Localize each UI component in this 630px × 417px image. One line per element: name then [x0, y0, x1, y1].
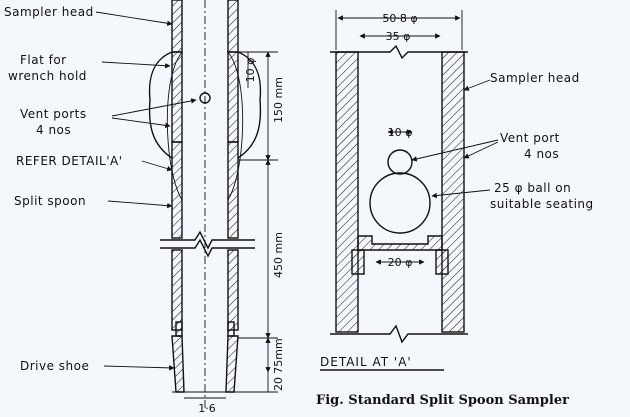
- leader-sampler-head-left: [95, 11, 173, 26]
- label-vent-port-line1: Vent port: [500, 131, 560, 145]
- leader-vent-port-1: [411, 139, 499, 162]
- label-refer-detail: REFER DETAIL'A': [16, 154, 123, 168]
- label-flat-line2: wrench hold: [8, 69, 87, 83]
- leader-drive-shoe: [103, 365, 175, 371]
- detail-a-drawing: 50·8 φ 35 φ 10 φ 20 φ DETAIL AT 'A': [320, 10, 468, 371]
- leader-vent-ports-1: [111, 98, 197, 117]
- head-wall-left: [171, 0, 183, 53]
- label-vent-port-line2: 4 nos: [524, 147, 559, 161]
- dim-1-6-label: 1·6: [198, 402, 216, 415]
- detail-break-bottom: [330, 324, 468, 344]
- break-line-1: [160, 230, 255, 250]
- label-ball-line1: 25 φ ball on: [494, 181, 571, 195]
- dim-20-detail-label: 20 φ: [388, 256, 413, 269]
- label-flat-line1: Flat for: [20, 53, 67, 67]
- tube-wall-left-upper: [171, 141, 183, 239]
- joint-right: [227, 321, 235, 337]
- label-ball-line2: suitable seating: [490, 197, 594, 211]
- joint-left: [175, 321, 183, 337]
- label-sampler-head-left: Sampler head: [4, 5, 94, 19]
- detail-break-top: [330, 44, 468, 60]
- leader-sampler-head-right: [463, 79, 491, 91]
- label-drive-shoe: Drive shoe: [20, 359, 89, 373]
- dim-20-label: 20: [272, 377, 285, 391]
- ball-seating: [357, 235, 443, 251]
- leader-flat: [101, 61, 171, 69]
- break-line-2: [160, 238, 255, 258]
- leader-refer-detail: [141, 160, 173, 172]
- dim-75-label: 75mm: [272, 338, 285, 373]
- label-vent-ports-line2: 4 nos: [36, 123, 71, 137]
- ball-25mm: [369, 172, 431, 234]
- label-sampler-head-right: Sampler head: [490, 71, 580, 85]
- head-bulge-right: [237, 51, 262, 159]
- leader-vent-ports-2: [111, 117, 171, 129]
- right-labels: Sampler head Vent port 4 nos 25 φ ball o…: [411, 71, 594, 211]
- seat-leg-right: [435, 249, 449, 275]
- detail-title: DETAIL AT 'A': [320, 355, 412, 369]
- leader-ball: [431, 189, 491, 199]
- dim-10-label: 10 φ: [244, 58, 257, 83]
- dim-35-label: 35 φ: [386, 30, 411, 43]
- drive-shoe-right: [225, 335, 239, 393]
- label-vent-ports-line1: Vent ports: [20, 107, 87, 121]
- sampler-elevation: 10 φ 150 mm 450 mm 75mm 20 1·6: [148, 0, 285, 415]
- tube-wall-left-lower: [171, 249, 183, 331]
- dim-150-label: 150 mm: [272, 77, 285, 123]
- dim-450-label: 450 mm: [272, 232, 285, 278]
- detail-wall-right: [441, 51, 465, 333]
- tube-wall-right-lower: [227, 249, 239, 331]
- detail-wall-left: [335, 51, 359, 333]
- dim-10-detail-label: 10 φ: [388, 126, 413, 139]
- head-wall-right: [227, 0, 239, 53]
- leader-split-spoon: [107, 200, 173, 209]
- head-mid-wall-left: [171, 51, 183, 143]
- leader-vent-port-2: [463, 141, 499, 159]
- figure-caption: Fig. Standard Split Spoon Sampler: [316, 393, 569, 408]
- head-bulge-left: [148, 51, 173, 159]
- tube-wall-right-upper: [227, 141, 239, 239]
- head-mid-wall-right: [227, 51, 239, 143]
- label-split-spoon: Split spoon: [14, 194, 86, 208]
- drive-shoe-left: [171, 335, 185, 393]
- vent-port-small-circle: [387, 149, 413, 175]
- seat-leg-left: [351, 249, 365, 275]
- left-labels: Sampler head Flat for wrench hold Vent p…: [4, 5, 197, 373]
- dim-50-8-label: 50·8 φ: [382, 12, 417, 25]
